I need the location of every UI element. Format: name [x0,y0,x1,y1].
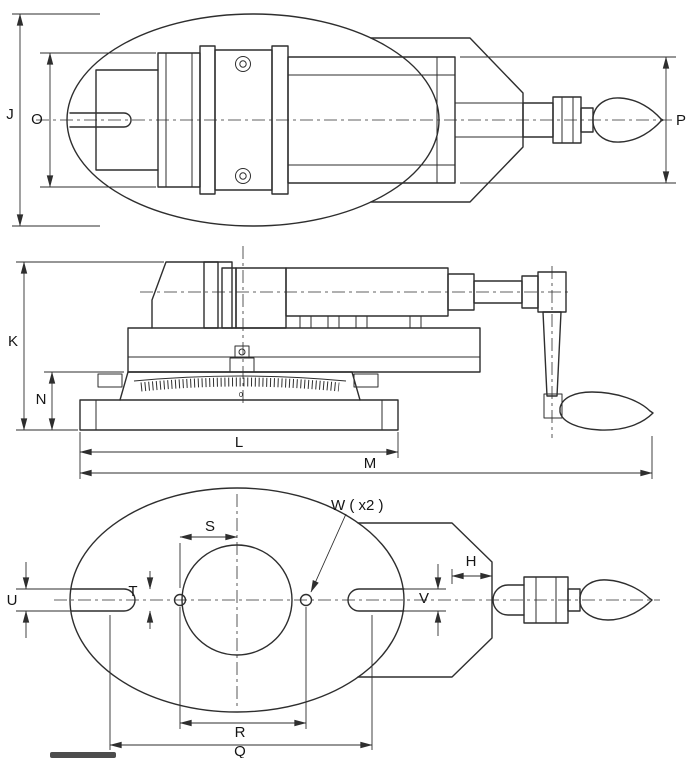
dim-label-W: W ( x2 ) [331,497,384,514]
top-view-dimensions: J O P [6,13,686,227]
dim-label-U: U [7,592,18,609]
dim-label-P: P [676,112,686,129]
fixed-jaw-plate-side [203,261,219,329]
crank-grip-knob [559,391,654,431]
crank-arm [542,311,562,397]
movable-jaw-side [235,267,287,329]
slide-body [127,315,481,373]
top-view [36,13,672,227]
center-clamp-bolt [229,345,255,373]
base-slot-left-top-view [69,112,132,128]
dim-label-Q: Q [234,743,246,758]
lead-screw-and-handle [455,96,664,144]
dim-label-V: V [419,590,429,607]
dim-R-extensions [179,607,307,729]
screw-head-bottom [235,168,251,184]
base-oval-bottom [69,487,405,713]
scale-zero-mark: 0 [239,392,243,399]
lock-boss-right [353,373,379,388]
scan-artifact [50,752,116,758]
scale-graduations [140,377,340,392]
bottom-view-dimensions: S W ( x2 ) H T U V R Q [7,497,493,758]
side-view: 0 [79,246,654,438]
dim-label-H: H [466,553,477,570]
fixed-jaw-side [151,261,233,329]
dim-label-R: R [235,724,246,741]
dim-W-leader [310,513,347,593]
dim-label-K: K [8,333,18,350]
base-plate [79,399,399,431]
dim-O-extensions [40,52,156,188]
dim-label-S: S [205,518,215,535]
dim-J-extensions [12,13,100,227]
crank-joint [543,393,563,419]
movable-jaw-plate-side [221,267,237,329]
dim-Q-extensions [109,615,373,750]
dim-label-M: M [364,455,377,472]
bottom-view [54,487,660,713]
lock-boss-left [97,373,123,388]
swivel-graduated-ring: 0 [97,371,379,401]
handle-knob-bottom [579,579,653,621]
dim-label-N: N [36,391,47,408]
dim-label-O: O [31,111,43,128]
dim-label-T: T [128,583,137,600]
handle-knob [592,97,664,143]
side-view-dimensions: K N L M [8,261,653,479]
screw-head-top [235,56,251,72]
crank-handle [521,271,654,431]
dim-label-J: J [6,106,14,123]
dim-label-L: L [235,434,243,451]
dim-P-extensions [460,56,676,184]
